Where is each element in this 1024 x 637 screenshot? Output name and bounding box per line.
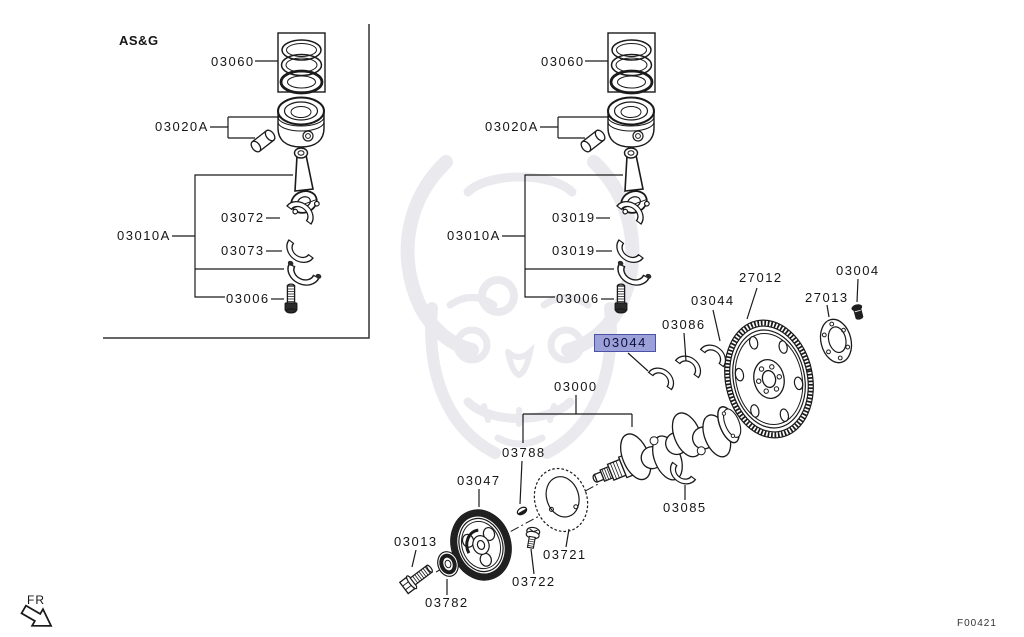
- part-label-03006-right[interactable]: 03006: [556, 291, 600, 306]
- part-drawing-crankshaft: [592, 406, 742, 483]
- part-drawing-pulley-bolt: [398, 564, 433, 595]
- part-label-03782[interactable]: 03782: [425, 595, 469, 610]
- part-label-03004[interactable]: 03004: [836, 263, 880, 278]
- part-drawing-disc-bolt: [525, 526, 541, 549]
- part-label-03047[interactable]: 03047: [457, 473, 501, 488]
- part-label-27012[interactable]: 27012: [739, 270, 783, 285]
- watermark-mask-icon: [400, 155, 640, 459]
- part-label-03044-upper[interactable]: 03044: [691, 293, 735, 308]
- part-label-03072[interactable]: 03072: [221, 210, 265, 225]
- variant-label: AS&G: [119, 33, 159, 48]
- part-label-03060-right[interactable]: 03060: [541, 54, 585, 69]
- part-label-03019-lower[interactable]: 03019: [552, 243, 596, 258]
- part-drawing-sensor-disc: [533, 467, 589, 533]
- part-drawing-adapter-plate: [819, 318, 853, 364]
- part-label-03013[interactable]: 03013: [394, 534, 438, 549]
- part-label-03000[interactable]: 03000: [554, 379, 598, 394]
- part-label-03721[interactable]: 03721: [543, 547, 587, 562]
- part-label-03010a-left[interactable]: 03010A: [117, 228, 171, 243]
- part-label-03085[interactable]: 03085: [663, 500, 707, 515]
- part-drawing-washer: [437, 551, 459, 577]
- part-label-03020a-left[interactable]: 03020A: [155, 119, 209, 134]
- part-label-03019-upper[interactable]: 03019: [552, 210, 596, 225]
- front-direction-arrow-icon: [20, 604, 53, 627]
- part-label-03044-selected[interactable]: 03044: [594, 334, 656, 352]
- part-drawing-crank-pulley: [450, 509, 512, 581]
- variant-partition-line: [103, 24, 370, 339]
- leader-lines: [411, 278, 859, 595]
- part-label-03073[interactable]: 03073: [221, 243, 265, 258]
- part-label-03086[interactable]: 03086: [662, 317, 706, 332]
- part-drawing-flywheel-bolt: [851, 304, 864, 320]
- part-drawing-main-bearings-upper: [647, 339, 732, 391]
- front-marker-label: FR: [27, 593, 45, 607]
- part-label-03006-left[interactable]: 03006: [226, 291, 270, 306]
- part-label-03010a-right[interactable]: 03010A: [447, 228, 501, 243]
- part-drawing-flywheel: [724, 319, 814, 439]
- part-label-03788[interactable]: 03788: [502, 445, 546, 460]
- part-label-03722[interactable]: 03722: [512, 574, 556, 589]
- part-drawing-piston-assembly-left: [172, 33, 325, 313]
- part-label-03020a-right[interactable]: 03020A: [485, 119, 539, 134]
- part-label-27013[interactable]: 27013: [805, 290, 849, 305]
- figure-code-label: F00421: [957, 618, 997, 629]
- part-label-03060-left[interactable]: 03060: [211, 54, 255, 69]
- part-drawing-woodruff-key: [516, 506, 528, 516]
